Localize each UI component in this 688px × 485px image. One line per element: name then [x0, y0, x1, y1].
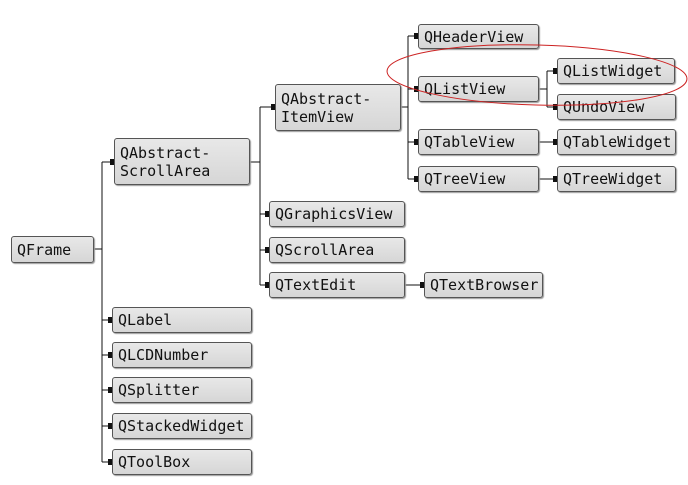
- node-qlistwidget: QListWidget: [557, 58, 675, 84]
- node-qabstractscrollarea: QAbstract- ScrollArea: [114, 138, 250, 185]
- node-qtextedit: QTextEdit: [269, 272, 405, 298]
- node-qlistview: QListView: [418, 76, 539, 102]
- node-qtextbrowser: QTextBrowser: [424, 272, 543, 298]
- node-qlabel: QLabel: [112, 307, 252, 333]
- node-qtablewidget: QTableWidget: [557, 129, 676, 155]
- node-qlcdnumber: QLCDNumber: [112, 342, 252, 368]
- node-qframe: QFrame: [11, 236, 94, 263]
- node-qgraphicsview: QGraphicsView: [269, 201, 405, 227]
- node-qscrollarea: QScrollArea: [269, 237, 405, 263]
- node-qabstractitemview: QAbstract- ItemView: [275, 84, 401, 131]
- node-qtoolbox: QToolBox: [112, 449, 252, 475]
- node-qstackedwidget: QStackedWidget: [112, 413, 252, 439]
- node-qtreewidget: QTreeWidget: [557, 166, 676, 192]
- node-qundoview: QUndoView: [557, 94, 676, 120]
- node-qtableview: QTableView: [418, 129, 539, 155]
- node-qtreeview: QTreeView: [418, 166, 539, 192]
- node-qheaderview: QHeaderView: [418, 24, 539, 49]
- node-qsplitter: QSplitter: [112, 377, 252, 403]
